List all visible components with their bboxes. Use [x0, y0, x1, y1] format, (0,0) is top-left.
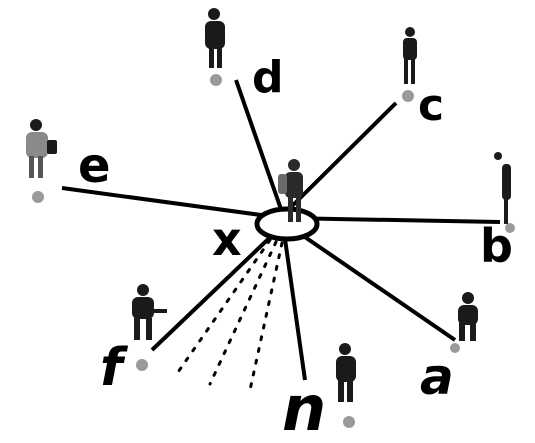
label-d: d [252, 52, 284, 103]
label-f: f [100, 338, 129, 398]
person-f-figure [132, 284, 167, 340]
dot-f [136, 359, 148, 371]
label-e: e [78, 138, 111, 194]
label-c: c [418, 80, 444, 131]
dot-d [210, 74, 222, 86]
person-c-figure [403, 27, 417, 84]
person-n-figure [336, 343, 356, 402]
person-e-figure [26, 119, 57, 178]
person-a-figure [458, 292, 478, 341]
person-d-figure [205, 8, 225, 68]
dot-c [402, 90, 414, 102]
spoke-a [283, 222, 455, 340]
spoke-n [283, 225, 305, 380]
label-a: a [420, 348, 454, 406]
person-b-figure [494, 152, 511, 224]
center-hub-ring [257, 209, 317, 239]
label-n: n [282, 372, 326, 443]
dot-e [32, 191, 44, 203]
dot-n [343, 416, 355, 428]
label-b: b [480, 219, 513, 273]
label-x: x [212, 212, 242, 266]
